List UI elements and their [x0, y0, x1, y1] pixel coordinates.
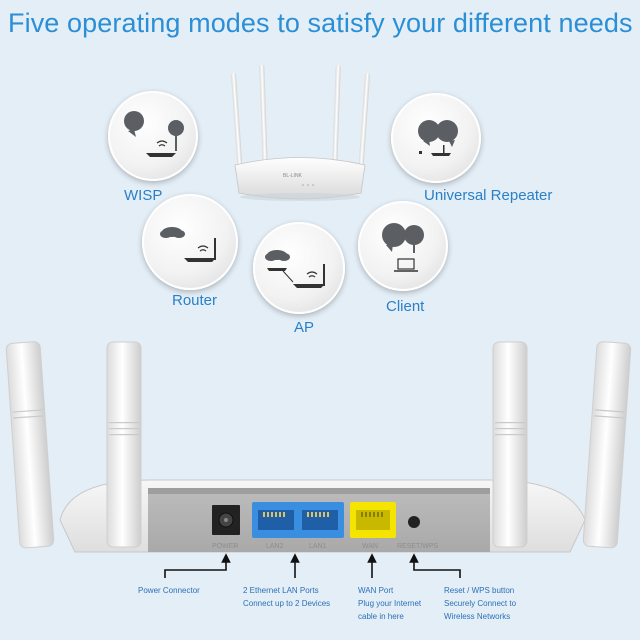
router-mode-icon: [142, 194, 238, 290]
callout-power: Power Connector: [138, 586, 200, 595]
client-mode-icon: [358, 201, 448, 291]
port-label-reset: RESET/WPS: [397, 543, 439, 550]
router-back-image: POWER LAN2 LAN1 WAN RESET/WPS: [5, 341, 632, 553]
mode-label-router: Router: [172, 292, 218, 309]
callout-wan: WAN Port Plug your Internet cable in her…: [358, 586, 422, 621]
callout-reset: Reset / WPS button Securely Connect to W…: [444, 586, 517, 621]
mode-label-universal-repeater: Universal Repeater: [424, 187, 553, 204]
port-label-lan1: LAN1: [309, 543, 327, 550]
headline: Five operating modes to satisfy your dif…: [8, 8, 633, 38]
wisp-mode-icon: [108, 91, 198, 181]
mode-label-client: Client: [386, 298, 425, 315]
callout-lan: 2 Ethernet LAN Ports Connect up to 2 Dev…: [243, 586, 331, 608]
ap-mode-icon: [253, 222, 345, 314]
mode-label-ap: AP: [294, 319, 315, 336]
callout-arrows: [164, 553, 461, 578]
port-label-wan: WAN: [362, 543, 378, 550]
port-label-lan2: LAN2: [266, 543, 284, 550]
mode-label-wisp: WISP: [124, 187, 163, 204]
router-logo: BL-LINK: [283, 173, 303, 179]
router-front-image: BL-LINK: [231, 65, 370, 201]
port-label-power: POWER: [212, 543, 238, 550]
universal-repeater-mode-icon: [391, 93, 481, 183]
